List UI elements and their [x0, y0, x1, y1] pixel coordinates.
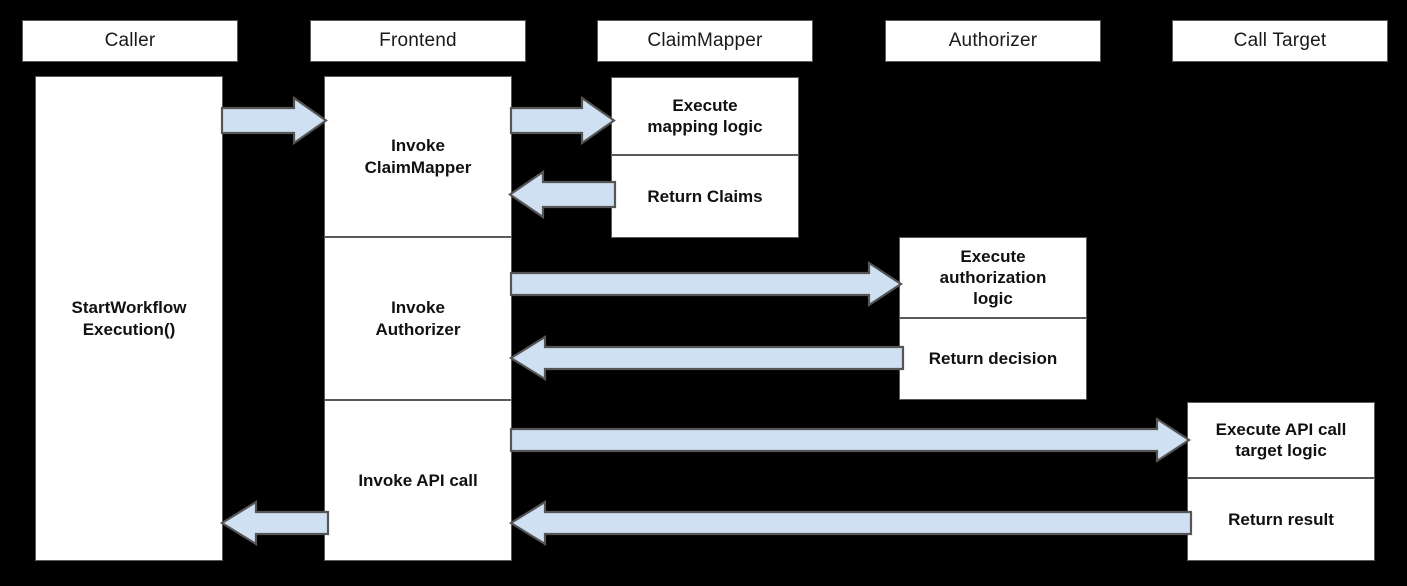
activation-invoke-api-call: Invoke API call: [324, 400, 512, 561]
activation-return-claims: Return Claims: [611, 155, 799, 238]
activation-start-workflow-execution-label: StartWorkflow Execution(): [71, 298, 187, 339]
lane-header-claimmapper-label: ClaimMapper: [647, 30, 763, 51]
lane-header-authorizer: Authorizer: [885, 20, 1101, 62]
lane-header-frontend: Frontend: [310, 20, 526, 62]
activation-start-workflow-execution: StartWorkflow Execution(): [35, 76, 223, 561]
activation-invoke-authorizer: Invoke Authorizer: [324, 237, 512, 400]
arrow-frontend-to-authorizer: [509, 260, 904, 308]
arrow-frontend-to-caller: [219, 500, 330, 546]
arrow-call-target-to-frontend: [508, 500, 1193, 546]
activation-execute-api-call-target-logic-label: Execute API call target logic: [1215, 419, 1347, 460]
activation-execute-authorization-logic: Execute authorization logic: [899, 237, 1087, 318]
activation-invoke-claimmapper-label: Invoke ClaimMapper: [364, 136, 472, 177]
lane-header-call-target: Call Target: [1172, 20, 1388, 62]
activation-execute-authorization-logic-label: Execute authorization logic: [939, 246, 1047, 309]
arrow-authorizer-to-frontend: [508, 335, 905, 381]
activation-invoke-authorizer-label: Invoke Authorizer: [375, 298, 461, 339]
arrow-claimmapper-to-frontend: [508, 169, 617, 220]
activation-return-claims-label: Return Claims: [647, 186, 763, 206]
activation-execute-mapping-logic: Execute mapping logic: [611, 77, 799, 155]
lane-header-authorizer-label: Authorizer: [948, 30, 1038, 51]
activation-return-result: Return result: [1187, 478, 1375, 561]
activation-execute-mapping-logic-label: Execute mapping logic: [647, 95, 763, 136]
arrow-caller-to-frontend: [220, 95, 328, 146]
lane-header-caller: Caller: [22, 20, 238, 62]
arrow-frontend-to-claimmapper: [509, 95, 616, 146]
activation-return-decision-label: Return decision: [928, 349, 1058, 369]
lane-header-frontend-label: Frontend: [379, 30, 457, 51]
activation-return-decision: Return decision: [899, 318, 1087, 400]
activation-invoke-api-call-label: Invoke API call: [358, 470, 478, 490]
lane-header-call-target-label: Call Target: [1233, 30, 1327, 51]
lane-header-caller-label: Caller: [104, 30, 156, 51]
activation-invoke-claimmapper: Invoke ClaimMapper: [324, 76, 512, 237]
activation-execute-api-call-target-logic: Execute API call target logic: [1187, 402, 1375, 478]
lane-header-claimmapper: ClaimMapper: [597, 20, 813, 62]
arrow-frontend-to-call-target: [509, 416, 1192, 464]
activation-return-result-label: Return result: [1228, 509, 1334, 529]
